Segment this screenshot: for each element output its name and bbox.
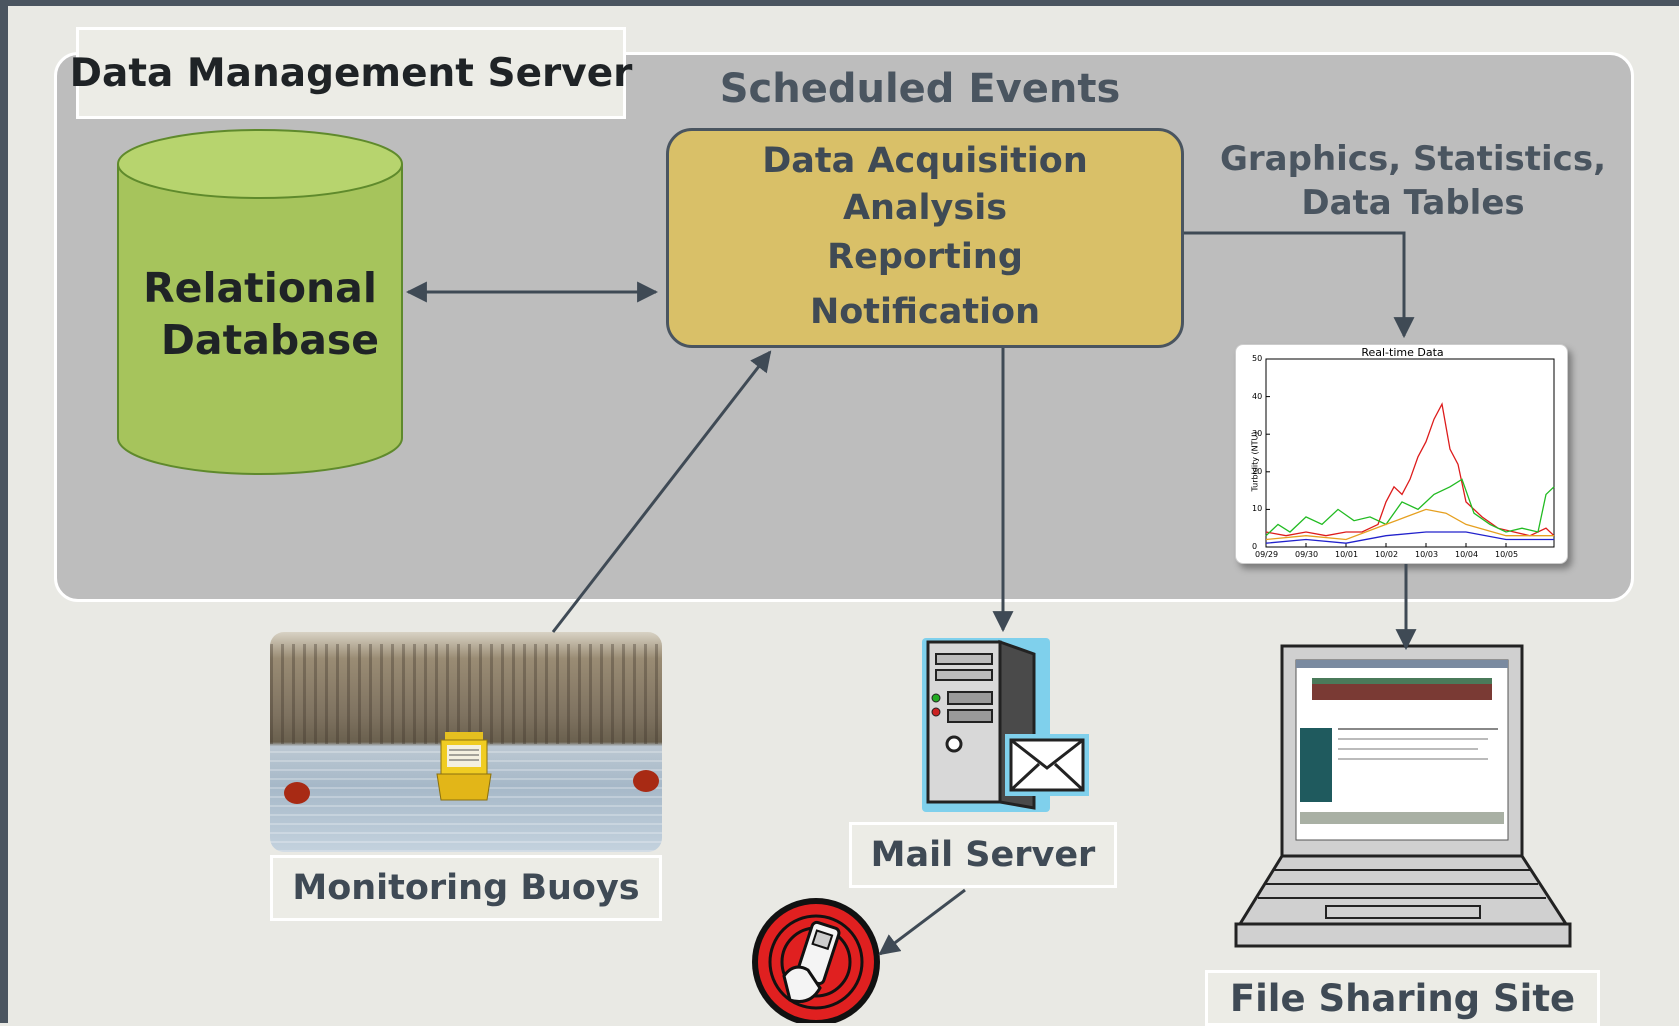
process-step-notification: Notification bbox=[809, 292, 1041, 332]
file-sharing-site-label: File Sharing Site bbox=[1205, 970, 1600, 1026]
outputs-label-line2: Data Tables bbox=[1301, 183, 1525, 223]
cellphone-icon bbox=[752, 898, 880, 1023]
y-tick-label: 20 bbox=[1252, 466, 1263, 476]
y-tick-label: 30 bbox=[1252, 429, 1263, 439]
y-tick-label: 50 bbox=[1252, 354, 1263, 363]
mail-to-phone-arrow bbox=[878, 888, 966, 956]
process-to-chart-arrow bbox=[1184, 231, 1415, 339]
x-tick-label: 10/04 bbox=[1455, 550, 1479, 559]
server-icon bbox=[922, 638, 1050, 812]
buoys-to-process-arrow bbox=[551, 350, 772, 633]
tree-line bbox=[270, 644, 662, 744]
marker-buoy-left bbox=[284, 782, 310, 804]
process-step-reporting: Reporting bbox=[827, 237, 1023, 277]
x-tick-label: 10/03 bbox=[1415, 550, 1439, 559]
laptop-icon bbox=[1234, 644, 1572, 948]
chart-plot-area bbox=[1265, 358, 1555, 548]
x-tick-label: 10/05 bbox=[1495, 550, 1519, 559]
series-line-blue bbox=[1265, 531, 1554, 544]
envelope-icon bbox=[1005, 734, 1089, 796]
x-tick-label: 09/29 bbox=[1255, 550, 1279, 559]
series-line-orange bbox=[1265, 508, 1554, 541]
x-tick-label: 09/30 bbox=[1295, 550, 1319, 559]
process-step-data-acquisition: Data Acquisition bbox=[762, 141, 1088, 181]
x-tick-label: 10/02 bbox=[1375, 550, 1399, 559]
series-line-green bbox=[1265, 478, 1555, 537]
database-icon bbox=[117, 129, 403, 475]
y-tick-label: 0 bbox=[1252, 542, 1258, 551]
monitoring-buoys-label: Monitoring Buoys bbox=[270, 855, 662, 921]
y-tick-label: 40 bbox=[1252, 391, 1263, 401]
database-label-line1: Relational bbox=[143, 264, 377, 312]
database-label-line2: Database bbox=[160, 316, 380, 364]
mail-server-label: Mail Server bbox=[849, 822, 1117, 888]
x-tick-label: 10/01 bbox=[1335, 550, 1359, 559]
scheduled-events-heading: Scheduled Events bbox=[719, 66, 1121, 112]
outputs-label-line1: Graphics, Statistics, bbox=[1219, 139, 1606, 179]
y-tick-label: 10 bbox=[1252, 504, 1263, 514]
monitoring-buoy-photo bbox=[270, 632, 662, 852]
chart-frame bbox=[1265, 358, 1555, 548]
chart-title: Real-time Data bbox=[1361, 346, 1444, 359]
process-step-analysis: Analysis bbox=[842, 188, 1008, 228]
monitoring-buoy-icon bbox=[436, 732, 492, 801]
marker-buoy-right bbox=[633, 770, 659, 792]
top-frame-bar bbox=[0, 0, 1679, 6]
scheduled-process-box bbox=[666, 128, 1184, 348]
server-title: Data Management Server bbox=[70, 27, 632, 119]
left-frame-bar bbox=[0, 0, 8, 1023]
